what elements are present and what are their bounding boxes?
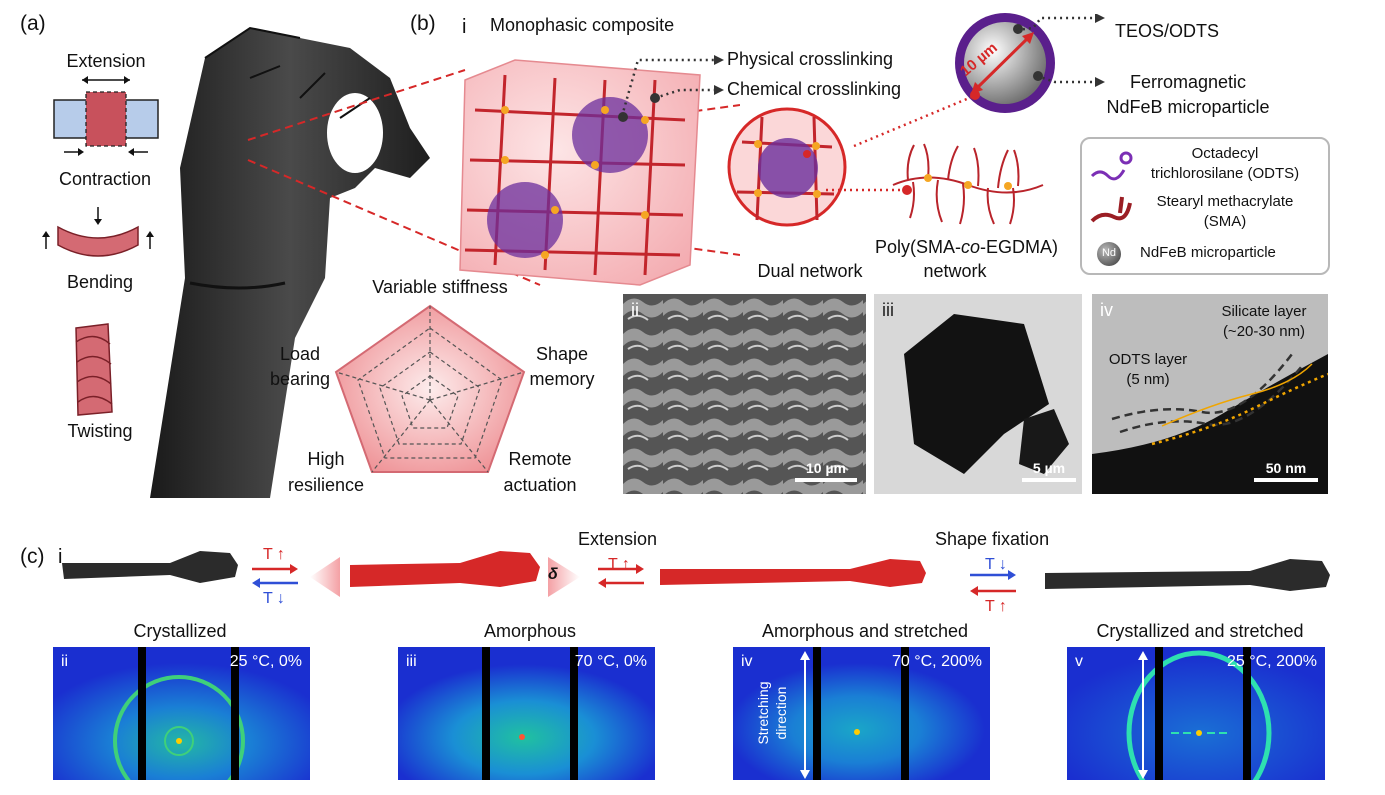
label-t-up-2: T ↑ bbox=[608, 556, 630, 573]
xrd-pattern-iii: iii 70 °C, 0% bbox=[398, 647, 655, 780]
panel-b-letter: (b) bbox=[410, 12, 436, 35]
panel-c-i: i bbox=[58, 546, 63, 568]
label-poly-network-line2: network bbox=[923, 261, 987, 281]
xrd-roman-ii: ii bbox=[61, 653, 69, 670]
micrograph-ii-label: ii bbox=[631, 300, 639, 320]
scale-bar-ii: 10 µm bbox=[795, 460, 857, 482]
xrd-roman-iii: iii bbox=[406, 653, 417, 670]
radar-pentagon bbox=[334, 304, 526, 473]
label-extension: Extension bbox=[66, 51, 146, 71]
radar-load-line2: bearing bbox=[269, 369, 331, 389]
radar-load-line1: Load bbox=[279, 344, 321, 364]
composite-cube-illustration bbox=[459, 59, 701, 286]
micrograph-iii-label: iii bbox=[882, 300, 894, 320]
xrd-condition-ii: 25 °C, 0% bbox=[229, 653, 302, 670]
label-ndfeb-microparticle: NdFeB microparticle bbox=[1106, 97, 1270, 117]
xrd-pattern-ii: ii 25 °C, 0% bbox=[53, 647, 310, 780]
nd-particle-icon bbox=[1097, 242, 1121, 266]
xrd-pattern-iv: iv 70 °C, 200% Stretching direction bbox=[733, 647, 990, 780]
label-contraction: Contraction bbox=[58, 169, 152, 189]
label-odts-layer-line2: (5 nm) bbox=[1126, 371, 1170, 388]
hand-states-row bbox=[62, 551, 1330, 597]
label-delta: δ bbox=[548, 566, 558, 583]
stretch-direction-line1: Stretching bbox=[755, 681, 771, 745]
label-t-up-3: T ↑ bbox=[985, 598, 1007, 615]
xrd-title-iv: Amorphous and stretched bbox=[761, 621, 969, 641]
label-physical-crosslinking: Physical crosslinking bbox=[727, 49, 894, 69]
xrd-pattern-v: v 25 °C, 200% bbox=[1067, 647, 1325, 780]
ndfeb-particle-illustration bbox=[955, 13, 1055, 113]
twisting-diagram bbox=[75, 323, 113, 416]
label-t-up-1: T ↑ bbox=[263, 546, 285, 563]
label-silicate-line2: (~20-30 nm) bbox=[1222, 323, 1306, 340]
scale-bar-iv: 50 nm bbox=[1254, 460, 1318, 482]
sem-micrograph: ii 10 µm bbox=[623, 294, 866, 494]
xrd-title-iii: Amorphous bbox=[483, 621, 577, 641]
legend-nd-label: NdFeB microparticle bbox=[1140, 244, 1276, 261]
xrd-condition-iv: 70 °C, 200% bbox=[891, 653, 982, 670]
label-t-down-2: T ↓ bbox=[985, 556, 1007, 573]
poly-network-leader bbox=[826, 185, 912, 195]
label-silicate-line1: Silicate layer bbox=[1221, 303, 1307, 320]
scale-bar-iii: 5 µm bbox=[1022, 460, 1076, 482]
label-ferromagnetic: Ferromagnetic bbox=[1129, 72, 1247, 92]
label-shape-fixation: Shape fixation bbox=[935, 529, 1050, 549]
xrd-title-ii: Crystallized bbox=[133, 621, 227, 641]
label-extension-c: Extension bbox=[578, 529, 658, 549]
xrd-title-v: Crystallized and stretched bbox=[1096, 621, 1304, 641]
radar-shape-line1: Shape bbox=[535, 344, 589, 364]
stretch-direction-line2: direction bbox=[773, 686, 789, 740]
particle-zoom-leader bbox=[853, 94, 975, 148]
tem-micrograph: iii 5 µm bbox=[874, 294, 1082, 494]
xrd-condition-iii: 70 °C, 0% bbox=[574, 653, 647, 670]
radar-remote-line1: Remote bbox=[508, 449, 572, 469]
crosslinking-leaders bbox=[620, 55, 724, 117]
hrtem-micrograph: iv Silicate layer (~20-30 nm) ODTS layer… bbox=[1092, 294, 1328, 494]
extension-contraction-diagram bbox=[53, 76, 159, 156]
xrd-roman-iv: iv bbox=[741, 653, 753, 670]
legend-odts-line2: trichlorosilane (ODTS) bbox=[1150, 165, 1300, 182]
label-poly-network-line1: Poly(SMA-co-EGDMA) bbox=[875, 237, 1059, 257]
xrd-roman-v: v bbox=[1075, 653, 1083, 670]
label-odts-layer-line1: ODTS layer bbox=[1108, 351, 1188, 368]
radar-high-line1: High bbox=[307, 449, 345, 469]
sma-icon bbox=[1090, 196, 1132, 223]
radar-shape-line2: memory bbox=[529, 369, 595, 389]
label-bending: Bending bbox=[66, 272, 134, 292]
label-twisting: Twisting bbox=[67, 421, 133, 441]
dual-network-illustration bbox=[727, 107, 847, 227]
robotic-hand-image bbox=[150, 26, 430, 498]
radar-high-line2: resilience bbox=[287, 475, 365, 495]
label-dual-network: Dual network bbox=[757, 261, 863, 281]
legend-sma-line2: (SMA) bbox=[1203, 213, 1247, 230]
legend-odts-line1: Octadecyl bbox=[1191, 145, 1259, 162]
odts-icon bbox=[1090, 151, 1133, 181]
legend-nd-symbol: Nd bbox=[1101, 247, 1117, 259]
panel-a-letter: (a) bbox=[20, 12, 46, 35]
panel-c-letter: (c) bbox=[20, 545, 45, 568]
particle-red-dot bbox=[970, 90, 980, 100]
label-monophasic-composite: Monophasic composite bbox=[490, 15, 675, 35]
label-teos-odts: TEOS/ODTS bbox=[1115, 21, 1220, 41]
radar-remote-line2: actuation bbox=[503, 475, 577, 495]
label-chemical-crosslinking: Chemical crosslinking bbox=[727, 79, 902, 99]
label-t-down-1: T ↓ bbox=[263, 590, 285, 607]
micrograph-iv-label: iv bbox=[1100, 300, 1113, 320]
particle-leaders bbox=[1016, 14, 1105, 87]
xrd-condition-v: 25 °C, 200% bbox=[1226, 653, 1317, 670]
legend-sma-line1: Stearyl methacrylate bbox=[1156, 193, 1294, 210]
bending-diagram bbox=[42, 207, 154, 257]
radar-variable-stiffness: Variable stiffness bbox=[372, 277, 508, 297]
poly-network-illustration bbox=[892, 143, 1044, 225]
panel-b-i: i bbox=[462, 16, 467, 38]
